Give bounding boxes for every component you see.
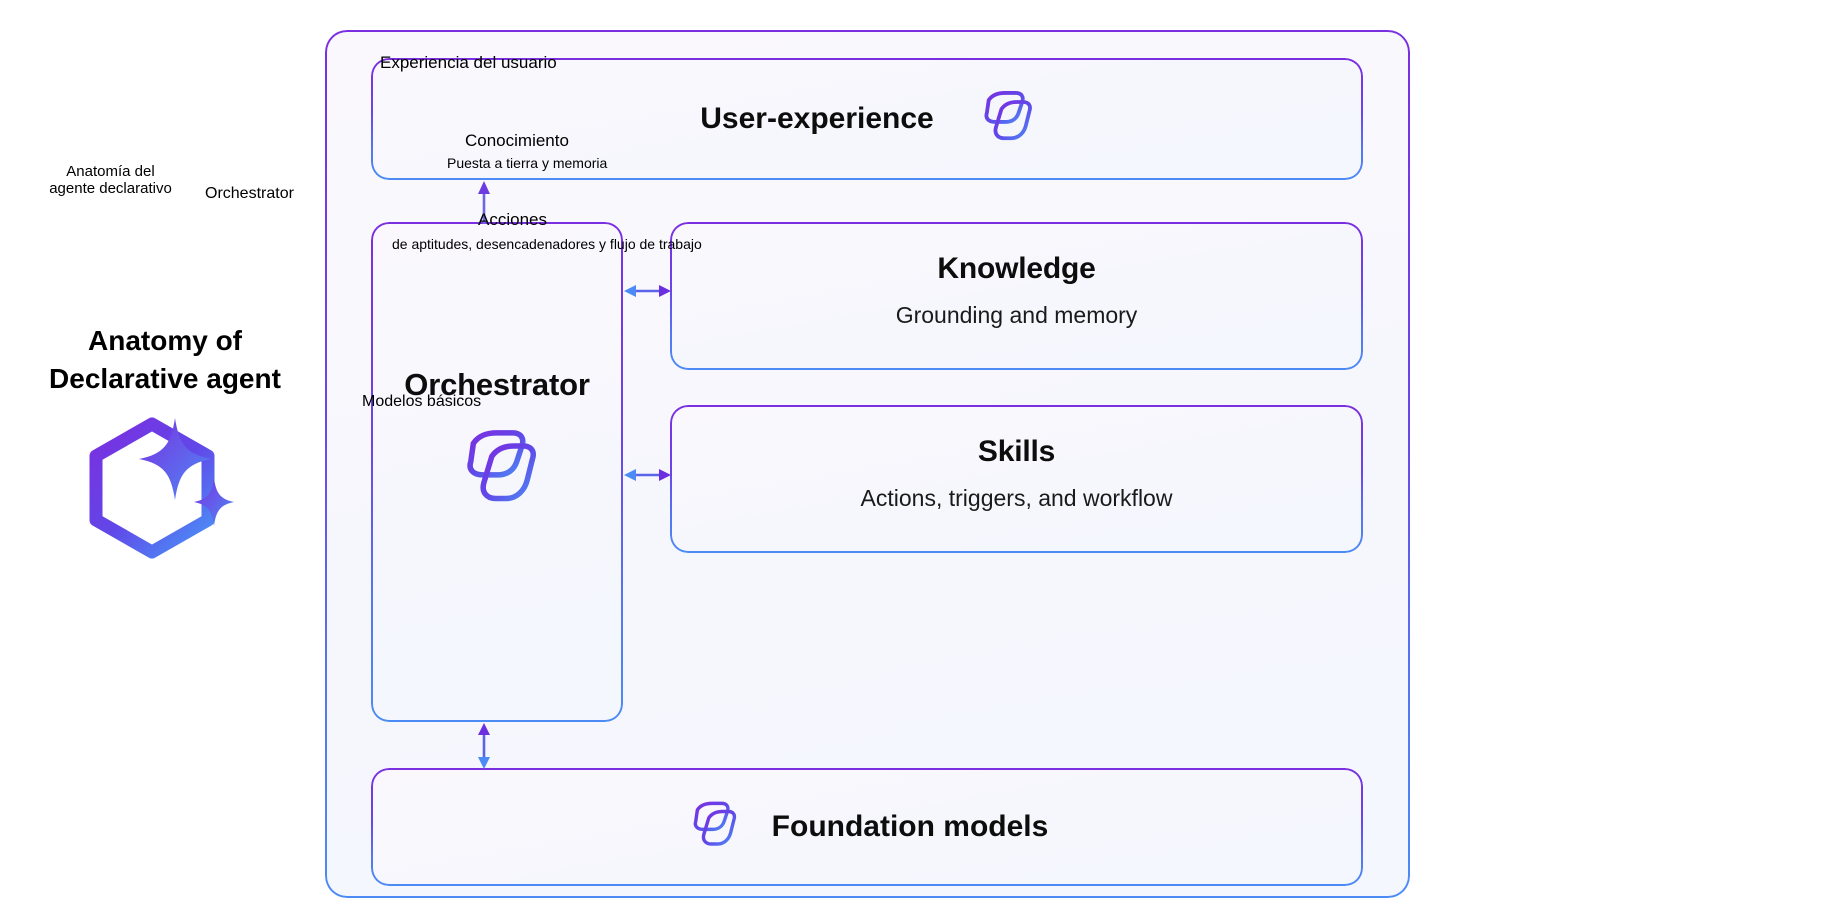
annotation-skills-subtitle: de aptitudes, desencadenadores y flujo d… — [392, 236, 702, 252]
foundation-models-title: Foundation models — [771, 810, 1049, 843]
knowledge-title: Knowledge — [937, 252, 1096, 285]
foundation-models-box[interactable]: Foundation models — [371, 768, 1363, 886]
annotation-actions: Acciones — [478, 210, 547, 229]
copilot-logo-icon — [455, 427, 539, 507]
user-experience-box[interactable]: User-experience — [371, 58, 1363, 180]
copilot-logo-icon — [686, 800, 738, 854]
annotation-orchestrator: Orchestrator — [205, 185, 294, 202]
declarative-agent-hexagon-sparkle-icon — [80, 410, 240, 575]
annotation-user-experience: Experiencia del usuario — [380, 53, 557, 72]
orchestrator-title: Orchestrator — [404, 367, 590, 402]
skills-title: Skills — [977, 435, 1056, 468]
page-title: Anatomy of Declarative agent — [49, 325, 281, 394]
knowledge-box[interactable]: Knowledge Grounding and memory — [670, 222, 1363, 370]
orchestrator-box[interactable]: Orchestrator — [371, 222, 623, 722]
skills-subtitle: Actions, triggers, and workflow — [860, 485, 1173, 511]
annotation-knowledge: Conocimiento — [465, 131, 569, 150]
annotation-foundation-models: Modelos básicos — [362, 393, 482, 410]
architecture-diagram: User-experience Orchestrator Knowledge G… — [325, 30, 1410, 898]
knowledge-subtitle: Grounding and memory — [895, 302, 1138, 328]
annotation-page-title: Anatomía del agente declarativo — [49, 163, 172, 198]
annotation-grounding: Puesta a tierra y memoria — [447, 155, 608, 171]
copilot-logo-icon — [976, 89, 1034, 149]
skills-box[interactable]: Skills Actions, triggers, and workflow — [670, 405, 1363, 553]
legend-panel: Anatomy of Declarative agent — [0, 0, 330, 924]
user-experience-title: User-experience — [700, 102, 934, 135]
